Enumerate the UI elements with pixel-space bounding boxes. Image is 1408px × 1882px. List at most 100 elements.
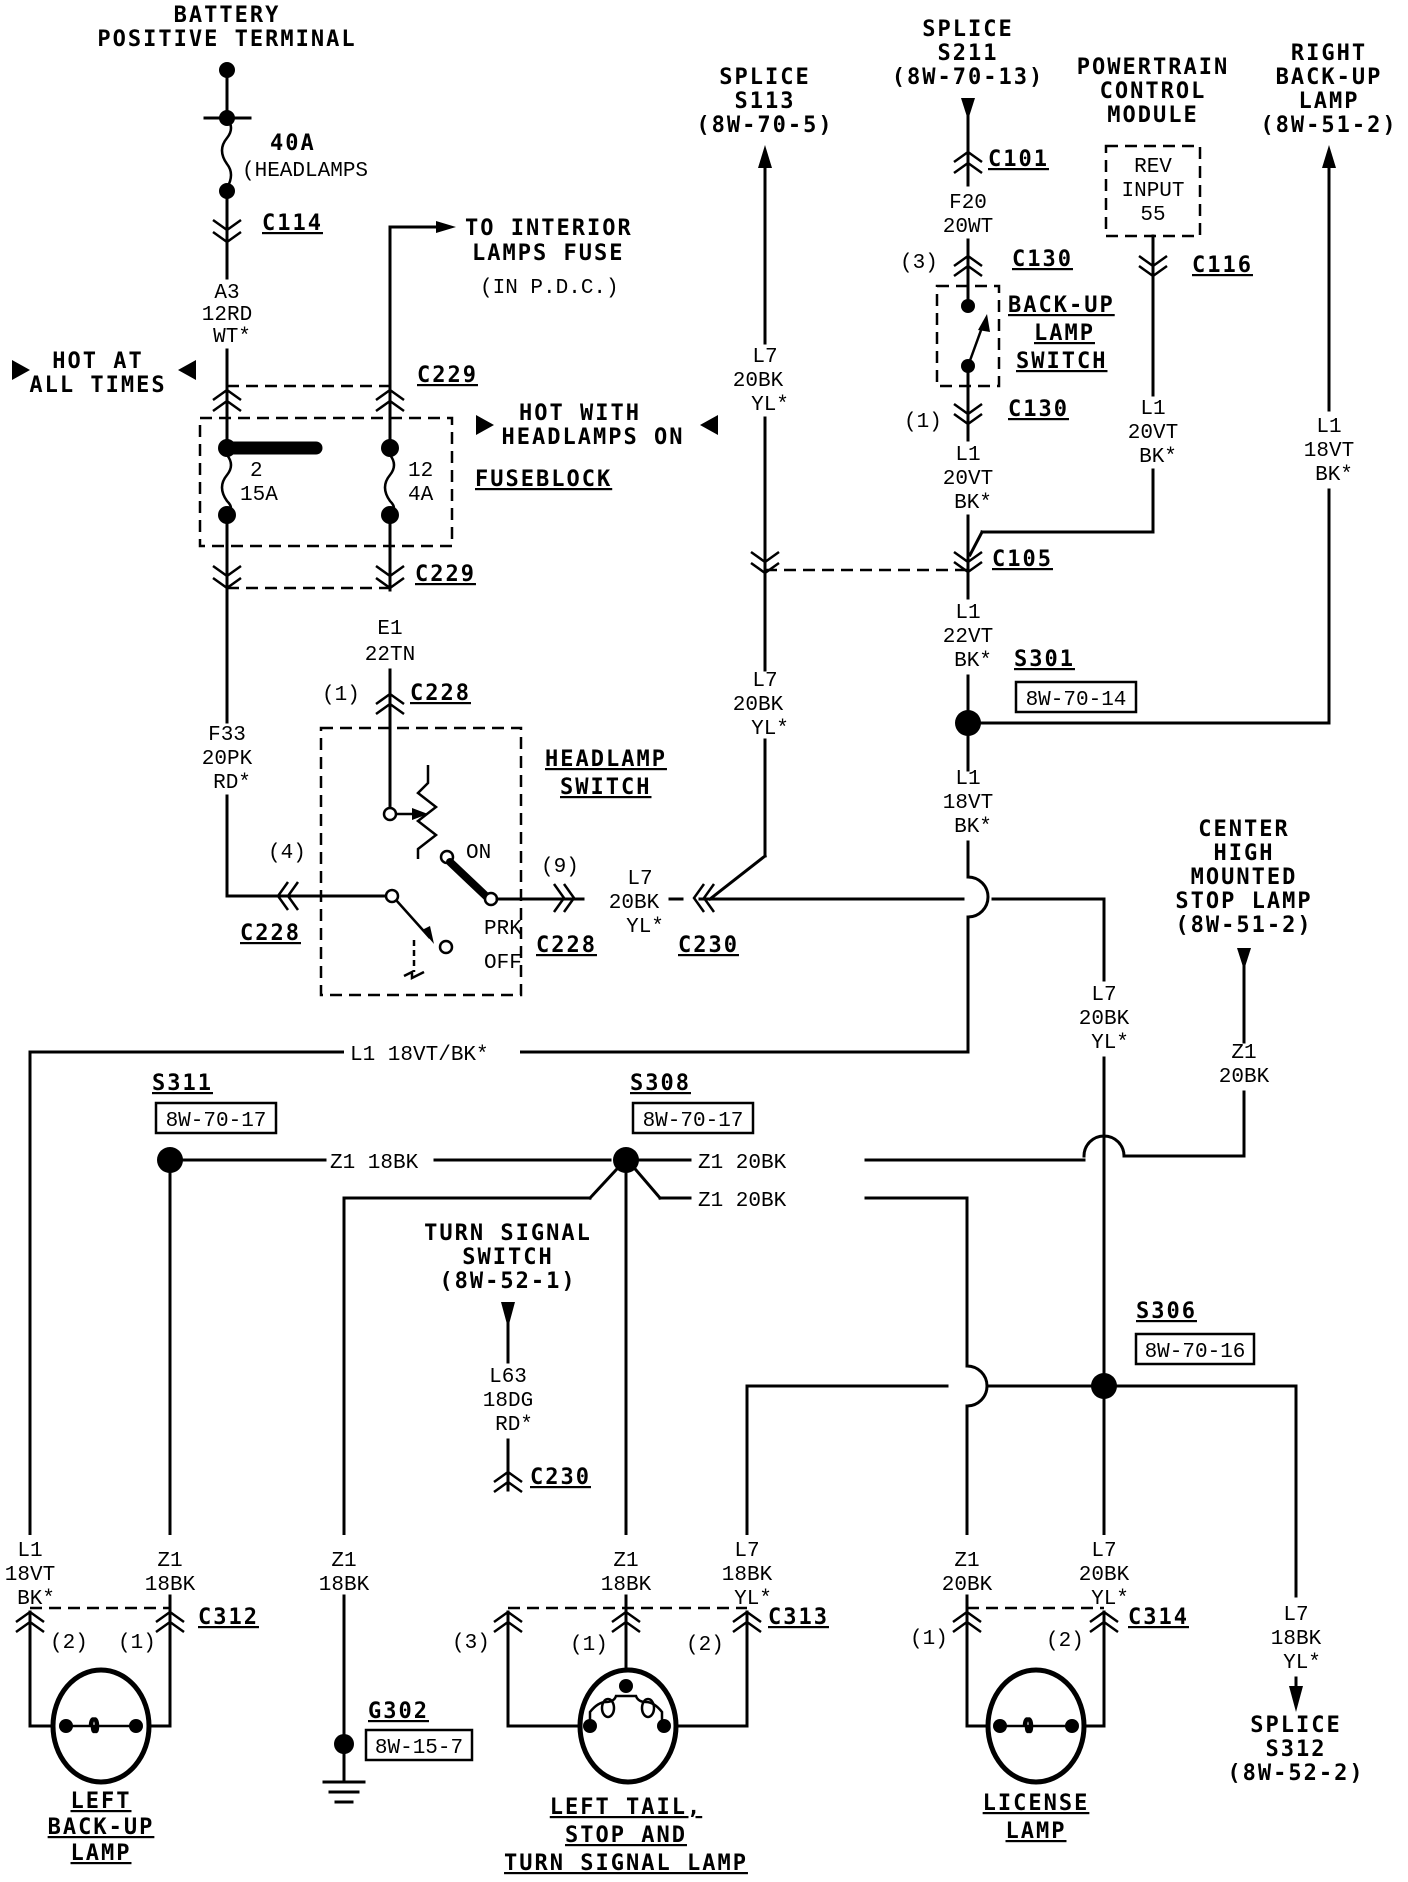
- junction-dot: [613, 1147, 639, 1173]
- wire-segment: [732, 1610, 762, 1634]
- diagram-label: (1): [118, 1632, 156, 1655]
- diagram-label: F20: [949, 192, 987, 215]
- diagram-label: Z1: [331, 1550, 356, 1573]
- diagram-label: 8W-15-7: [375, 1737, 463, 1760]
- wire-segment: [1134, 1332, 1256, 1366]
- junction-dot: [961, 299, 975, 313]
- wire-segment: [375, 692, 405, 716]
- diagram-label: BK*: [954, 650, 992, 673]
- backup-switch-label: BACK-UP: [1008, 293, 1115, 318]
- wire-segment: [953, 254, 983, 278]
- wire-l1-horizontal: L1 18VT/BK*: [344, 1038, 520, 1067]
- battery-label: BATTERY: [174, 3, 281, 28]
- diagram-label: L1: [1140, 398, 1165, 421]
- diagram-label: 18VT: [1304, 440, 1354, 463]
- wire-a3-label: A3: [214, 282, 239, 305]
- left-tail-stop-turn-lamp: C313 (3) (1) (2) LEFT TAIL, STOP AND TUR…: [452, 1594, 829, 1876]
- diagram-label: S312: [1266, 1737, 1327, 1762]
- wire-segment: [967, 529, 985, 558]
- wire-segment: [1000, 1717, 1072, 1734]
- diagram-label: LICENSE: [983, 1791, 1090, 1816]
- diagram-label: RIGHT: [1291, 41, 1367, 66]
- left-tail-lamp-bulb-icon: [577, 1667, 679, 1785]
- wire-segment: [712, 1535, 782, 1615]
- diagram-label: 18BK: [601, 1574, 652, 1597]
- diagram-label: CONTROL: [1100, 79, 1207, 104]
- diagram-label: PRK: [484, 918, 522, 941]
- wire-segment: [934, 1535, 1000, 1595]
- battery-source: BATTERY POSITIVE TERMINAL 40A (HEADLAMPS…: [97, 3, 368, 457]
- to-interior-lamps-fuse: TO INTERIOR LAMPS FUSE (IN P.D.C.): [388, 216, 631, 457]
- diagram-label: C130: [1008, 397, 1069, 422]
- wire-segment: [707, 853, 768, 902]
- wire-segment: [403, 969, 425, 981]
- diagram-label: Z1 20BK: [698, 1152, 787, 1175]
- wire-a3-color: WT*: [213, 326, 251, 349]
- diagram-label: 18BK: [145, 1574, 196, 1597]
- diagram-label: SWITCH: [1016, 349, 1107, 374]
- diagram-label: 20BK: [609, 892, 660, 915]
- diagram-label: Z1: [613, 1550, 638, 1573]
- wire-segment: [596, 1535, 656, 1595]
- wire-segment: [493, 1470, 523, 1494]
- diagram-label: TURN SIGNAL: [424, 1221, 592, 1246]
- diagram-label: MOUNTED: [1191, 865, 1298, 890]
- diagram-label: (1): [570, 1634, 608, 1657]
- diagram-label: C228: [240, 921, 301, 946]
- wire-segment: [966, 875, 990, 919]
- diagram-label: 12: [408, 460, 433, 483]
- diagram-label: YL*: [626, 916, 664, 939]
- diagram-label: REV: [1134, 156, 1172, 179]
- diagram-label: 20WT: [943, 216, 993, 239]
- diagram-label: F33: [208, 724, 246, 747]
- diagram-label: HEADLAMPS ON: [502, 425, 685, 450]
- junction-dot: [619, 1679, 633, 1693]
- diagram-label: S308: [630, 1071, 691, 1096]
- powertrain-control-module: POWERTRAIN CONTROL MODULE REV INPUT 55 C…: [967, 55, 1253, 558]
- diagram-label: SWITCH: [560, 775, 651, 800]
- diagram-label: (3): [452, 1632, 490, 1655]
- diagram-label: L63: [489, 1366, 527, 1389]
- diagram-label: (8W-70-13): [892, 65, 1044, 90]
- diagram-label: (8W-51-2): [1260, 113, 1397, 138]
- wire-segment: [611, 1610, 641, 1634]
- diagram-label: 8W-70-17: [166, 1110, 267, 1133]
- junction-dot: [1091, 1373, 1117, 1399]
- wire-segment: [1070, 1535, 1138, 1615]
- diagram-label: Z1: [954, 1550, 979, 1573]
- diagram-label: YL*: [734, 1588, 772, 1611]
- connector-c114-label: C114: [262, 211, 323, 236]
- diagram-label: 8W-70-16: [1145, 1341, 1246, 1364]
- diagram-label: C313: [768, 1605, 829, 1630]
- diagram-label: 20VT: [1128, 422, 1178, 445]
- diagram-label: 18VT: [943, 792, 993, 815]
- diagram-label: E1: [377, 618, 402, 641]
- headlamp-switch-label: HEADLAMP: [545, 747, 667, 772]
- diagram-label: OFF: [484, 952, 522, 975]
- diagram-label: YL*: [751, 718, 789, 741]
- diagram-label: (8W-70-5): [696, 113, 833, 138]
- wire-segment: [1138, 254, 1168, 278]
- diagram-label: 55: [1140, 204, 1165, 227]
- wire-segment: [412, 808, 428, 820]
- diagram-label: L1: [955, 768, 980, 791]
- diagram-label: YL*: [1091, 1588, 1129, 1611]
- diagram-label: SWITCH: [462, 1245, 553, 1270]
- diagram-label: C116: [1192, 253, 1253, 278]
- diagram-label: 20BK: [733, 370, 784, 393]
- wire-e1: E1 22TN (1) C228: [322, 618, 469, 817]
- diagram-label: BK*: [954, 492, 992, 515]
- fuse-40a-rating: 40A: [270, 131, 316, 156]
- junction-dot: [334, 1734, 354, 1754]
- wire-segment: [212, 388, 242, 413]
- diagram-label: L7: [734, 1540, 759, 1563]
- diagram-label: 18BK: [319, 1574, 370, 1597]
- diagram-label: INPUT: [1121, 180, 1184, 203]
- diagram-label: BACK-UP: [48, 1815, 155, 1840]
- wire-segment: [953, 150, 983, 175]
- wire-segment: [155, 1610, 185, 1634]
- wire-segment: [640, 1697, 656, 1719]
- wire-segment: [476, 415, 494, 435]
- wire-segment: [978, 314, 990, 332]
